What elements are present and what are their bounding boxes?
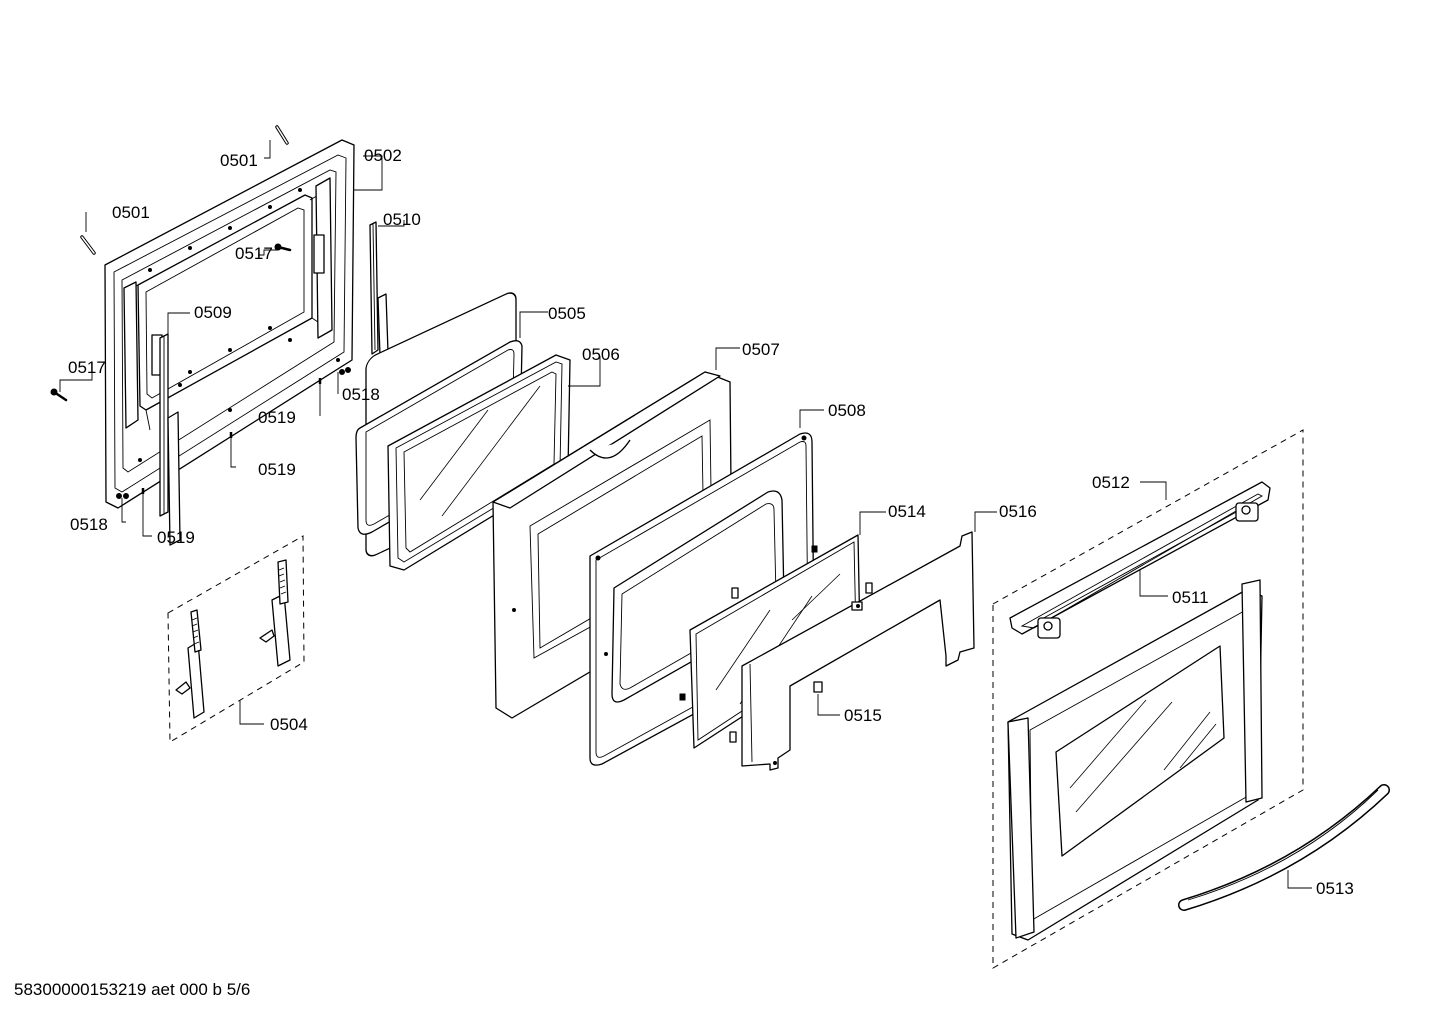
hinge-right bbox=[259, 559, 291, 667]
label-0505: 0505 bbox=[548, 304, 586, 323]
pin-0501-top bbox=[275, 125, 289, 145]
label-0501-left: 0501 bbox=[112, 203, 150, 222]
outer-door-group bbox=[992, 429, 1304, 969]
top-rail-0512-0511 bbox=[1009, 481, 1271, 639]
hinge-group-0504 bbox=[167, 535, 305, 743]
label-0515: 0515 bbox=[844, 706, 882, 725]
pin-0501-left bbox=[80, 235, 96, 255]
hinge-left bbox=[175, 609, 205, 719]
document-footer-code: 58300000153219 aet 000 b 5/6 bbox=[14, 980, 251, 999]
label-0516: 0516 bbox=[999, 502, 1037, 521]
label-0512: 0512 bbox=[1092, 473, 1130, 492]
strip-0509 bbox=[159, 333, 181, 546]
leader-lines bbox=[59, 140, 1312, 889]
label-0517-mid: 0517 bbox=[235, 244, 273, 263]
strip-0510 bbox=[369, 221, 389, 357]
label-0518-right: 0518 bbox=[342, 385, 380, 404]
label-0506: 0506 bbox=[582, 345, 620, 364]
label-0514: 0514 bbox=[888, 502, 926, 521]
label-0510: 0510 bbox=[383, 210, 421, 229]
label-0513: 0513 bbox=[1316, 879, 1354, 898]
label-0519-left: 0519 bbox=[157, 528, 195, 547]
bracket-0516 bbox=[741, 531, 975, 771]
screws-0518-0519 bbox=[116, 367, 351, 499]
screw-0517-left bbox=[50, 388, 68, 402]
outer-door bbox=[1007, 579, 1263, 941]
label-0509: 0509 bbox=[194, 303, 232, 322]
label-0507: 0507 bbox=[742, 340, 780, 359]
frame-screw-dots bbox=[138, 188, 340, 462]
label-0502: 0502 bbox=[364, 146, 402, 165]
label-0519-right: 0519 bbox=[258, 408, 296, 427]
handle-0513 bbox=[1178, 784, 1390, 911]
label-0518-left: 0518 bbox=[70, 515, 108, 534]
label-0501-top: 0501 bbox=[220, 151, 258, 170]
label-0517-left: 0517 bbox=[68, 358, 106, 377]
label-0504: 0504 bbox=[270, 715, 308, 734]
part-labels: 0501 0501 0502 0510 0517 0509 0517 0518 … bbox=[68, 146, 1354, 898]
inner-door-frame bbox=[104, 139, 355, 509]
label-0508: 0508 bbox=[828, 401, 866, 420]
label-0519-mid: 0519 bbox=[258, 460, 296, 479]
label-0511: 0511 bbox=[1172, 588, 1209, 607]
door-panel-0508 bbox=[589, 432, 818, 766]
